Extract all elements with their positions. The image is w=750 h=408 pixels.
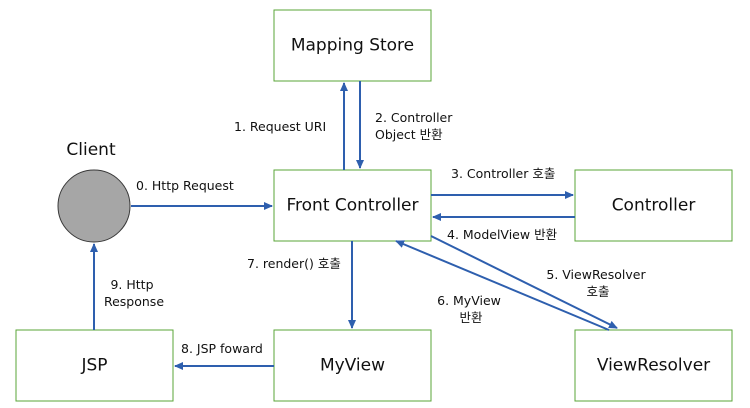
client-label: Client (66, 140, 116, 160)
edge-label-http-response: 9. Http Response (104, 277, 164, 309)
edge-label-modelview-return: 4. ModelView 반환 (447, 227, 558, 242)
mapping-store-node: Mapping Store (273, 9, 432, 82)
client-node: Client (57, 140, 131, 243)
arrow-view-resolver-to-front-controller (395, 240, 610, 331)
my-view-label: MyView (320, 356, 385, 376)
controller-node: Controller (574, 169, 733, 242)
edge-label-controller-call: 3. Controller 호출 (451, 166, 555, 181)
front-controller-label: Front Controller (286, 196, 418, 216)
mapping-store-label: Mapping Store (291, 36, 414, 56)
controller-label: Controller (612, 196, 696, 216)
jsp-label: JSP (80, 356, 107, 376)
edge-label-myview-return: 6. MyView 반환 (437, 293, 505, 325)
edge-label-http-request: 0. Http Request (136, 178, 234, 193)
view-resolver-node: ViewResolver (574, 329, 733, 402)
edge-label-jsp-forward: 8. JSP foward (181, 341, 263, 356)
edge-label-viewresolver-call: 5. ViewResolver 호출 (546, 267, 649, 299)
front-controller-node: Front Controller (273, 169, 432, 242)
arrow-front-controller-to-view-resolver (430, 235, 618, 329)
edge-label-request-uri: 1. Request URI (234, 119, 326, 134)
my-view-node: MyView (273, 329, 432, 402)
jsp-node: JSP (15, 329, 174, 402)
view-resolver-label: ViewResolver (597, 356, 710, 376)
edge-label-controller-object: 2. Controller Object 반환 (375, 110, 456, 142)
edge-label-render-call: 7. render() 호출 (247, 256, 341, 271)
